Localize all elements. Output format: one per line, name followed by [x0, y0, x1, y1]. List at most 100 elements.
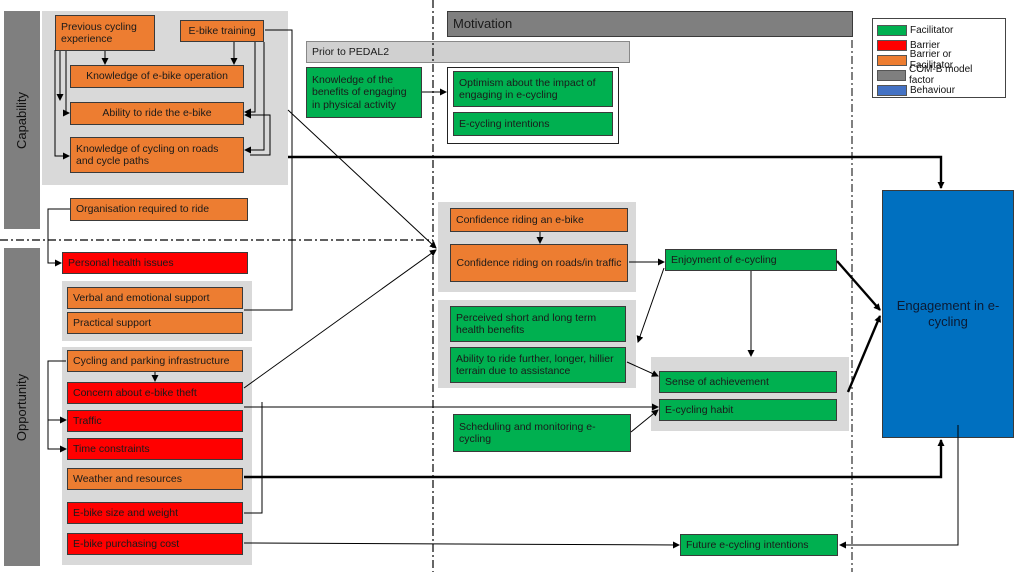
node-confidence-ebike: Confidence riding an e-bike [450, 208, 628, 232]
node-ability-ride: Ability to ride the e-bike [70, 102, 244, 125]
node-text: Perceived short and long term health ben… [456, 311, 597, 337]
node-previous-cycling: Previous cycling experience [55, 15, 155, 51]
node-confidence-roads: Confidence riding on roads/in traffic [450, 244, 628, 282]
arrow [244, 402, 263, 514]
thick-arrow [288, 155, 945, 189]
legend-swatch [877, 84, 907, 96]
node-text: Knowledge of the benefits of engaging in… [312, 73, 407, 111]
arrow [243, 249, 437, 389]
node-text: E-cycling intentions [459, 117, 550, 130]
node-text: Verbal and emotional support [73, 291, 210, 304]
node-text: Ability to ride the e-bike [102, 107, 212, 120]
node-scheduling: Scheduling and monitoring e-cycling [453, 414, 631, 452]
arrow [47, 360, 67, 453]
arrow [244, 111, 271, 156]
node-text: Time constraints [73, 442, 150, 455]
legend-label: Facilitator [910, 24, 954, 36]
node-text: Organisation required to ride [76, 203, 210, 216]
legend-swatch [877, 39, 907, 51]
thick-arrow [836, 260, 881, 311]
arrow [244, 42, 256, 116]
node-knowledge-operation: Knowledge of e-bike operation [70, 65, 244, 88]
node-text: Future e-cycling intentions [686, 538, 809, 551]
legend-swatch [877, 54, 907, 66]
legend-swatch [877, 69, 907, 81]
node-text: E-bike training [188, 24, 256, 37]
legend-facilitator: Facilitator [877, 24, 997, 36]
node-text: Traffic [73, 414, 102, 427]
arrow [47, 208, 70, 267]
node-knowledge-benefits: Knowledge of the benefits of engaging in… [306, 67, 422, 118]
node-text: Optimism about the impact of engaging in… [459, 76, 596, 102]
node-text: Cycling and parking infrastructure [73, 354, 230, 367]
node-text: E-cycling habit [665, 403, 734, 416]
node-text: E-bike purchasing cost [73, 537, 180, 550]
node-text: Concern about e-bike theft [73, 386, 197, 399]
legend-label: Behaviour [910, 84, 956, 96]
prior-header: Prior to PEDAL2 [306, 41, 630, 63]
node-text: Engagement in e-cycling [896, 298, 1000, 329]
arrow [63, 51, 70, 117]
node-weather: Weather and resources [67, 468, 243, 490]
node-text: Confidence riding an e-bike [456, 213, 584, 226]
node-ebike-training: E-bike training [180, 20, 264, 42]
node-traffic: Traffic [67, 410, 243, 432]
legend-barrier: Barrier [877, 39, 997, 51]
node-habit: E-cycling habit [659, 399, 837, 421]
node-intentions: E-cycling intentions [453, 112, 613, 136]
node-health: Personal health issues [62, 252, 248, 274]
arrow [244, 42, 265, 154]
node-optimism: Optimism about the impact of engaging in… [453, 71, 613, 107]
arrow [287, 109, 437, 249]
node-text: Practical support [73, 316, 152, 329]
node-text: Sense of achievement [665, 375, 769, 388]
node-text: Previous cycling experience [61, 20, 137, 46]
node-text: Knowledge of cycling on roads and cycle … [76, 142, 219, 168]
arrow [630, 409, 659, 433]
node-ability-further: Ability to ride further, longer, hillier… [450, 347, 626, 383]
node-text: Personal health issues [68, 256, 174, 269]
legend: Facilitator Barrier Barrier or Facilitat… [872, 18, 1006, 98]
legend-label: Barrier or Facilitator [909, 49, 954, 71]
node-text: E-bike size and weight [73, 506, 179, 519]
node-practical-support: Practical support [67, 312, 243, 334]
prior-header-text: Prior to PEDAL2 [312, 45, 390, 58]
arrow [626, 361, 659, 377]
legend-label: Barrier [910, 39, 941, 51]
motivation-header: Motivation [447, 11, 853, 37]
capability-label: Capability [4, 11, 40, 229]
legend-label: COM-B model factor [909, 64, 973, 86]
node-knowledge-roads: Knowledge of cycling on roads and cycle … [70, 137, 244, 173]
node-text: Scheduling and monitoring e-cycling [459, 420, 596, 446]
node-theft: Concern about e-bike theft [67, 382, 243, 404]
node-text: Knowledge of e-bike operation [86, 70, 228, 83]
arrow [839, 425, 959, 549]
node-verbal-support: Verbal and emotional support [67, 287, 243, 309]
node-text: Confidence riding on roads/in traffic [456, 256, 622, 269]
node-infrastructure: Cycling and parking infrastructure [67, 350, 243, 372]
node-text: Weather and resources [73, 472, 182, 485]
node-health-benefits: Perceived short and long term health ben… [450, 306, 626, 342]
thick-arrow [244, 439, 945, 479]
node-organisation: Organisation required to ride [70, 198, 248, 221]
node-time: Time constraints [67, 438, 243, 460]
arrow [243, 541, 680, 549]
node-engagement: Engagement in e-cycling [882, 190, 1014, 438]
legend-behaviour: Behaviour [877, 84, 997, 96]
node-size: E-bike size and weight [67, 502, 243, 524]
motivation-header-text: Motivation [453, 15, 513, 31]
legend-barrier-or-facilitator: Barrier or Facilitator [877, 49, 997, 71]
opportunity-label: Opportunity [4, 248, 40, 566]
node-text: Enjoyment of e-cycling [671, 253, 777, 266]
node-future-intentions: Future e-cycling intentions [680, 534, 838, 556]
arrow [244, 29, 293, 311]
node-text: Ability to ride further, longer, hillier… [456, 352, 614, 378]
legend-swatch [877, 24, 907, 36]
node-enjoyment: Enjoyment of e-cycling [665, 249, 837, 271]
thick-arrow [846, 315, 882, 393]
node-achievement: Sense of achievement [659, 371, 837, 393]
arrow [636, 267, 665, 343]
legend-comb-factor: COM-B model factor [877, 64, 997, 86]
node-cost: E-bike purchasing cost [67, 533, 243, 555]
